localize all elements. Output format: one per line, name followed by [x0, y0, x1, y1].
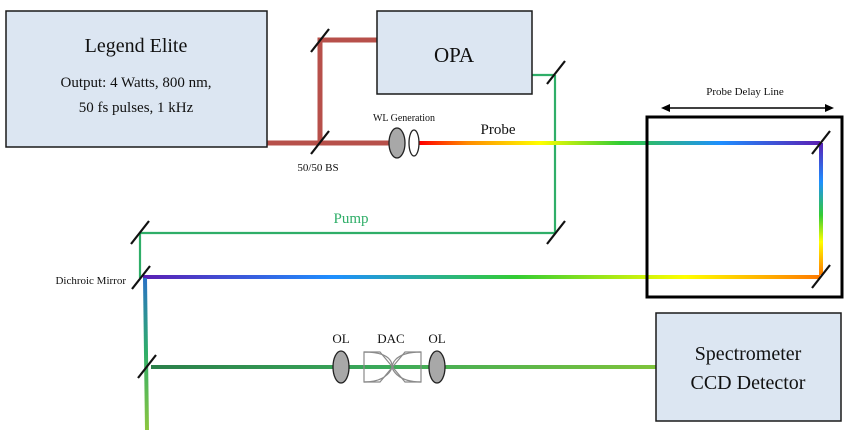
ol-right-label: OL	[428, 331, 445, 346]
dichroic-mirror-label: Dichroic Mirror	[55, 275, 126, 287]
delay-arrow-head-right	[825, 104, 834, 112]
mirror-delay-top	[811, 130, 831, 155]
pump-beam-paths	[138, 73, 557, 278]
mirrors	[130, 28, 831, 379]
mirror-opa-out	[546, 60, 566, 85]
dichroic-mirror	[131, 265, 151, 290]
mirror-delay-bottom	[811, 264, 831, 289]
laser-spec-line1: Output: 4 Watts, 800 nm,	[60, 75, 211, 91]
delay-arrow-head-left	[661, 104, 670, 112]
laser-beam-paths	[265, 37, 393, 146]
laser-title: Legend Elite	[85, 35, 188, 57]
wl-generation-optics	[388, 127, 420, 159]
laser-box	[5, 10, 268, 148]
mirror-pump-left	[130, 220, 150, 245]
spectrometer-line1: Spectrometer	[695, 343, 802, 365]
objective-lens-right	[428, 350, 446, 384]
mirror-top-left	[310, 28, 330, 53]
delay-line-label: Probe Delay Line	[706, 86, 784, 98]
opa-box	[376, 10, 533, 95]
laser-spec-line2: 50 fs pulses, 1 kHz	[79, 100, 194, 116]
dac-anvil-right	[391, 351, 422, 383]
combined-beam-down	[143, 277, 149, 430]
dac-label: DAC	[377, 331, 404, 346]
wl-generation-label: WL Generation	[373, 113, 435, 124]
spectrometer-line2: CCD Detector	[691, 372, 806, 394]
beam-splitter-mirror	[310, 130, 330, 155]
sample-optics	[332, 350, 446, 384]
probe-label: Probe	[481, 122, 516, 138]
opa-title: OPA	[434, 43, 475, 67]
delay-line-box	[645, 115, 844, 299]
wl-lens-1	[388, 127, 406, 159]
wl-crystal	[408, 129, 420, 157]
beam-splitter-label: 50/50 BS	[297, 162, 338, 174]
spectrometer-box	[655, 312, 842, 422]
mirror-pump-down	[546, 220, 566, 245]
mirror-sample-turn	[137, 354, 157, 379]
probe-beam-paths	[143, 141, 823, 279]
delay-line-arrow	[661, 104, 834, 112]
pump-label: Pump	[333, 211, 368, 227]
objective-lens-left	[332, 350, 350, 384]
combined-beam-paths	[143, 277, 658, 430]
ol-left-label: OL	[332, 331, 349, 346]
